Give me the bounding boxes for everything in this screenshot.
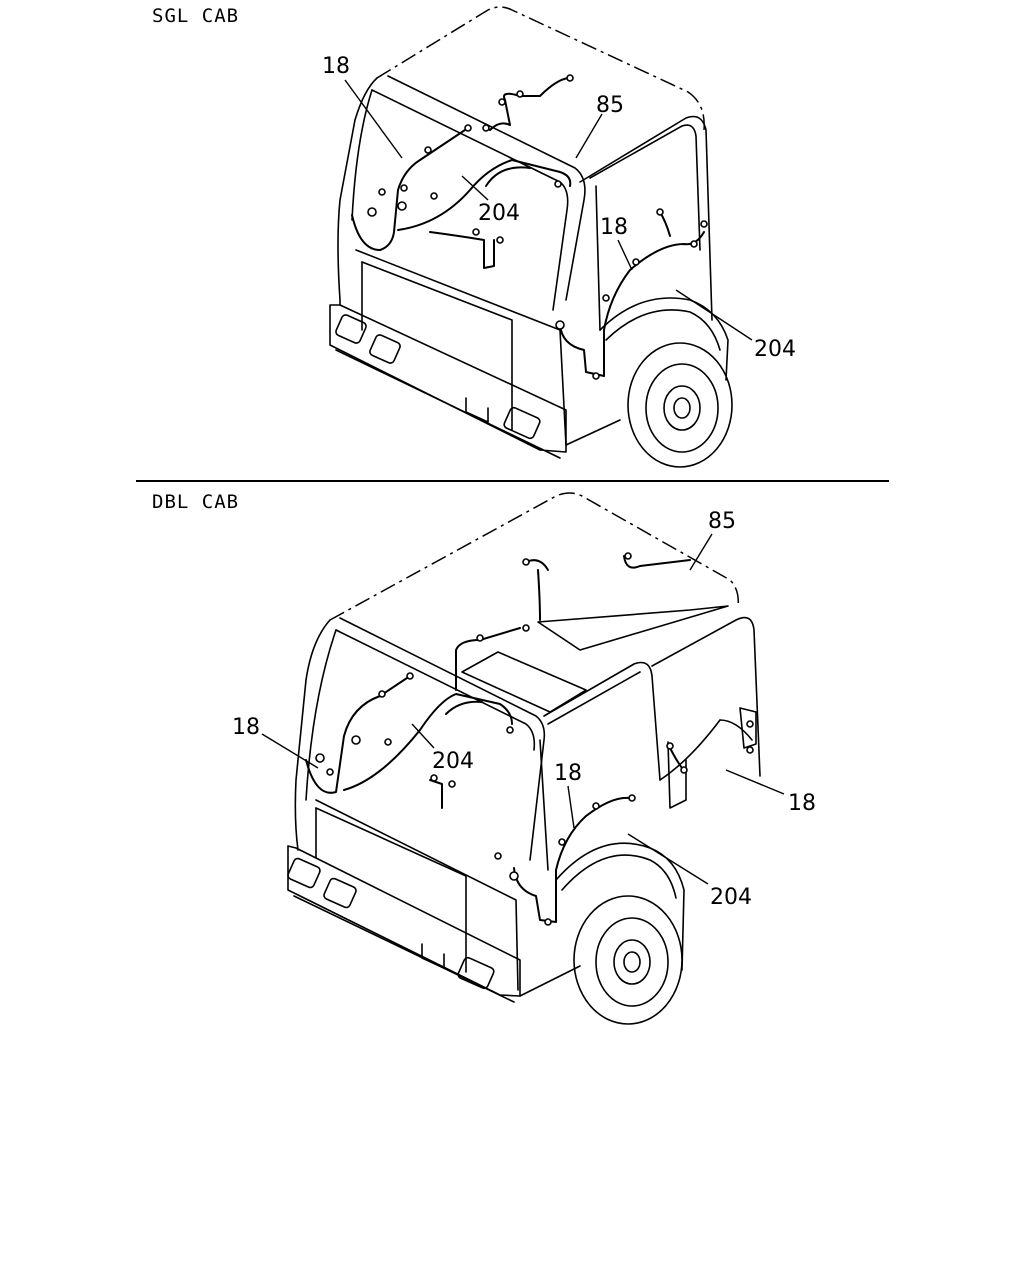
callout-204-lower-mid: 204 (432, 749, 474, 774)
callout-18-upper-left: 18 (322, 54, 350, 79)
callout-18-upper-right: 18 (600, 215, 628, 240)
single-cab-title: SGL CAB (152, 5, 240, 27)
double-cab-title: DBL CAB (152, 491, 240, 513)
callout-204-lower-right: 204 (710, 885, 752, 910)
callout-18-lower-left: 18 (232, 715, 260, 740)
double-cab-illustration (261, 492, 785, 1025)
section-divider (136, 480, 889, 482)
callout-18-lower-center: 18 (554, 761, 582, 786)
single-cab-illustration (329, 6, 753, 468)
callout-204-upper-right: 204 (754, 337, 796, 362)
callout-85-upper: 85 (596, 93, 624, 118)
callout-18-lower-right: 18 (788, 791, 816, 816)
callout-85-lower: 85 (708, 509, 736, 534)
callout-204-upper-mid: 204 (478, 201, 520, 226)
